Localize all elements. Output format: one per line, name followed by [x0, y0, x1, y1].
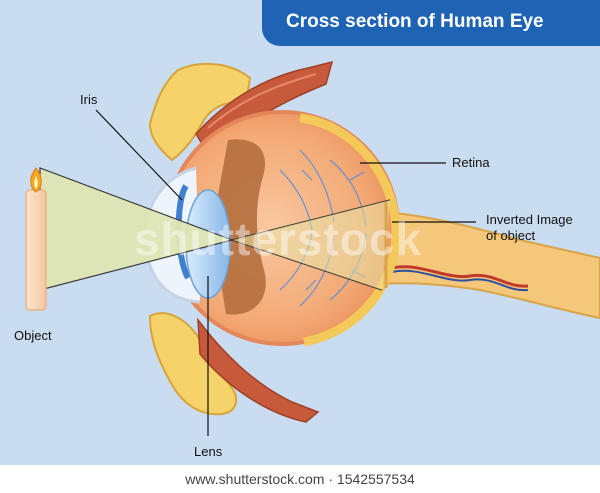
inverted-image-beam: [232, 200, 390, 290]
eye-illustration: [25, 60, 600, 436]
label-retina: Retina: [452, 155, 490, 170]
label-inverted-image-line2: of object: [486, 228, 536, 243]
iris-pointer: [95, 109, 183, 201]
label-lens: Lens: [194, 444, 223, 459]
label-object: Object: [14, 328, 52, 343]
footer-credit: www.shutterstock.com · 1542557534: [185, 471, 415, 487]
eye-diagram: shutterstock Cross section of Human Eye …: [0, 0, 600, 465]
label-inverted-image: Inverted Image of object: [486, 212, 573, 244]
label-inverted-image-line1: Inverted Image: [486, 212, 573, 227]
lower-eye-muscle: [197, 317, 320, 423]
lower-orbital-fat: [148, 312, 238, 416]
diagram-title: Cross section of Human Eye: [286, 11, 544, 32]
candle: [25, 189, 47, 311]
upper-orbital-fat: [148, 62, 252, 162]
watermark-text: shutterstock: [134, 213, 423, 265]
footer-bar: www.shutterstock.com · 1542557534: [0, 465, 600, 493]
label-iris: Iris: [80, 92, 98, 107]
title-bar: Cross section of Human Eye: [262, 0, 600, 46]
retina-layer: [299, 113, 401, 347]
